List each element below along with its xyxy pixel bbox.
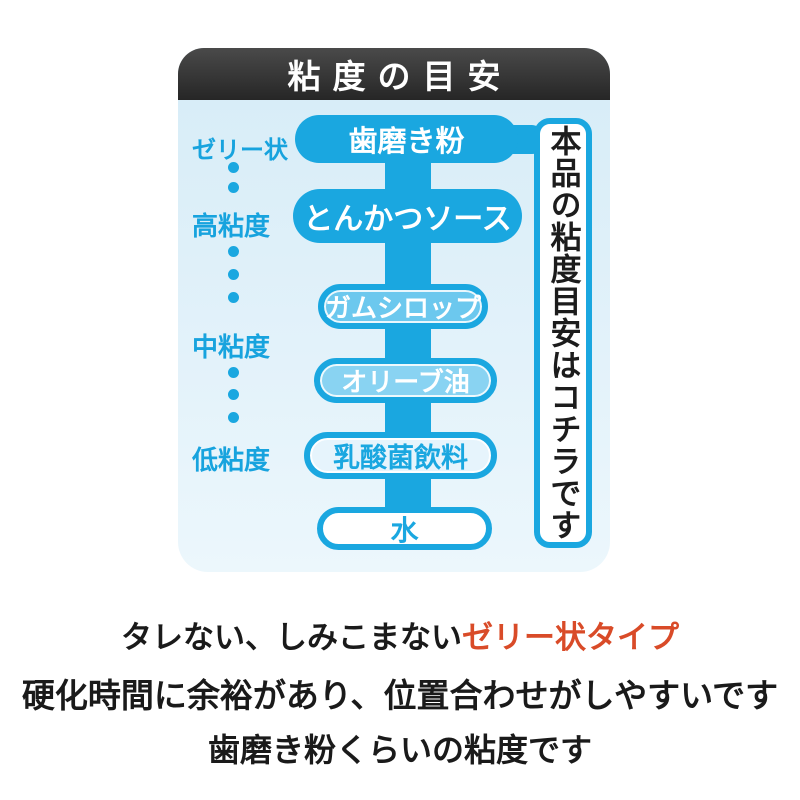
viscosity-item-olive-oil: オリーブ油 [314, 358, 497, 403]
scale-label-medium-viscosity: 中粘度 [192, 332, 271, 362]
viscosity-item-gum-syrup: ガムシロップ [318, 284, 488, 329]
scale-label-jelly: ゼリー状 [192, 137, 288, 164]
scale-dot [228, 246, 239, 257]
scale-dot [228, 162, 239, 173]
scale-dot [228, 367, 239, 378]
caption-line-1-red-highlight: ゼリー状タイプ [462, 620, 679, 655]
scale-label-low-viscosity: 低粘度 [192, 445, 271, 475]
product-viscosity-banner: 本品の粘度目安はコチラです [534, 118, 592, 548]
viscosity-item-tonkatsu-sauce: とんかつソース [293, 189, 522, 243]
caption-line-1: タレない、しみこまないゼリー状タイプ [0, 612, 800, 657]
viscosity-item-toothpaste: 歯磨き粉 [295, 115, 518, 163]
caption-line-1-black: タレない、しみこまない [121, 620, 462, 655]
product-viscosity-banner-text: 本品の粘度目安はコチラです [545, 125, 581, 541]
scale-dot [228, 292, 239, 303]
scale-dot [228, 412, 239, 423]
viscosity-item-lactic-drink: 乳酸菌飲料 [304, 432, 497, 479]
scale-dot [228, 182, 239, 193]
viscosity-item-water: 水 [317, 507, 492, 550]
caption-line-3: 歯磨き粉くらいの粘度です [207, 732, 592, 768]
scale-label-high-viscosity: 高粘度 [192, 211, 271, 241]
scale-dot [228, 389, 239, 400]
scale-dot [228, 269, 239, 280]
viscosity-guide-panel: 粘度の目安 歯磨き粉 とんかつソース ガムシロップ オリーブ油 乳酸菌飲料 水 … [178, 48, 610, 572]
panel-title: 粘度の目安 [178, 48, 610, 100]
caption-line-2: 硬化時間に余裕があり、位置合わせがしやすいです [21, 677, 779, 714]
